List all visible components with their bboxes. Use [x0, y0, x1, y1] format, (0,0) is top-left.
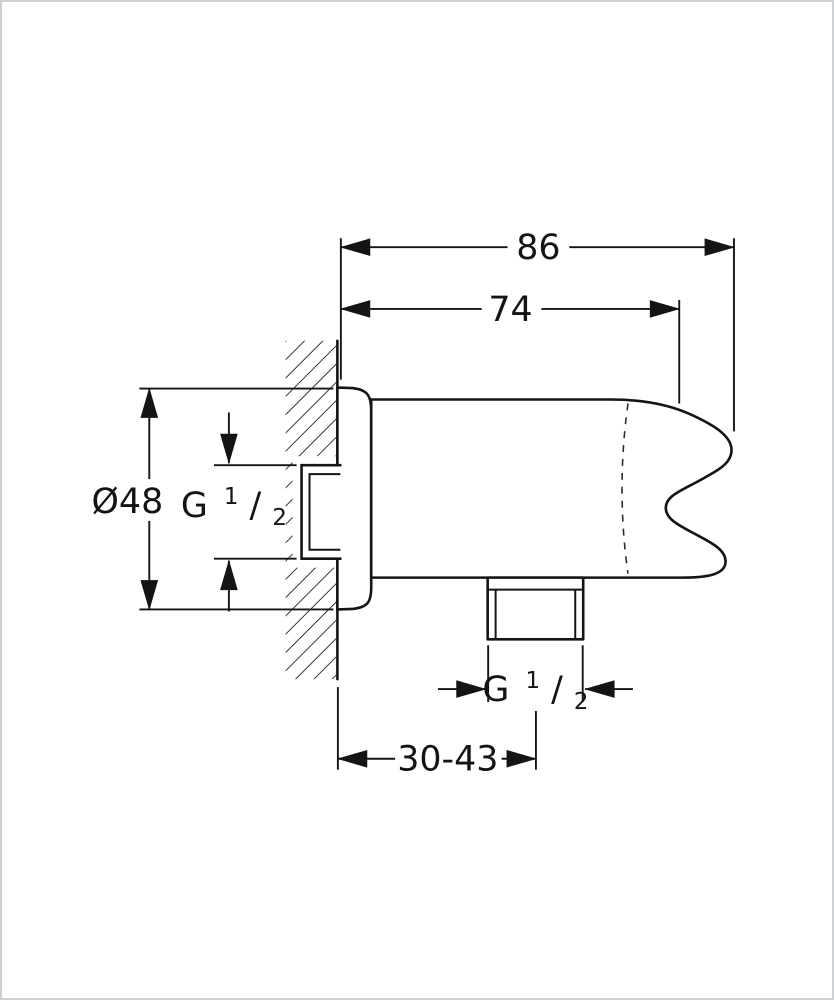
- dimension-outlet-thread: G 1 / 2: [437, 645, 633, 715]
- escutcheon-flange: [336, 386, 373, 611]
- outlet-connector: [486, 576, 585, 641]
- dim-label-30-43: 30-43: [397, 740, 498, 780]
- dim-label-74: 74: [488, 290, 532, 330]
- holder-junction-line: [621, 403, 629, 574]
- body-and-holder-outline: [369, 398, 733, 579]
- dim-label-diameter-48: Ø48: [92, 482, 164, 522]
- dimension-holder-depth: 74: [339, 289, 681, 404]
- thread-denominator: 2: [574, 689, 589, 715]
- fixture: [300, 386, 733, 641]
- thread-slash: /: [250, 486, 262, 526]
- thread-numerator: 1: [224, 484, 239, 510]
- thread-letter: G: [482, 670, 509, 710]
- thread-slash: /: [551, 670, 563, 710]
- dimension-installation-depth: 30-43: [336, 687, 537, 780]
- thread-letter: G: [181, 486, 208, 526]
- inlet-thread-socket: [300, 463, 342, 561]
- thread-denominator: 2: [272, 505, 287, 531]
- thread-numerator: 1: [525, 668, 540, 694]
- dim-label-86: 86: [516, 228, 560, 268]
- dimension-inlet-thread: G 1 / 2: [181, 412, 297, 612]
- inlet-thread-label: G 1 / 2: [181, 473, 287, 531]
- outlet-thread-label: G 1 / 2: [482, 657, 588, 715]
- dimension-flange-diameter: Ø48: [80, 387, 334, 611]
